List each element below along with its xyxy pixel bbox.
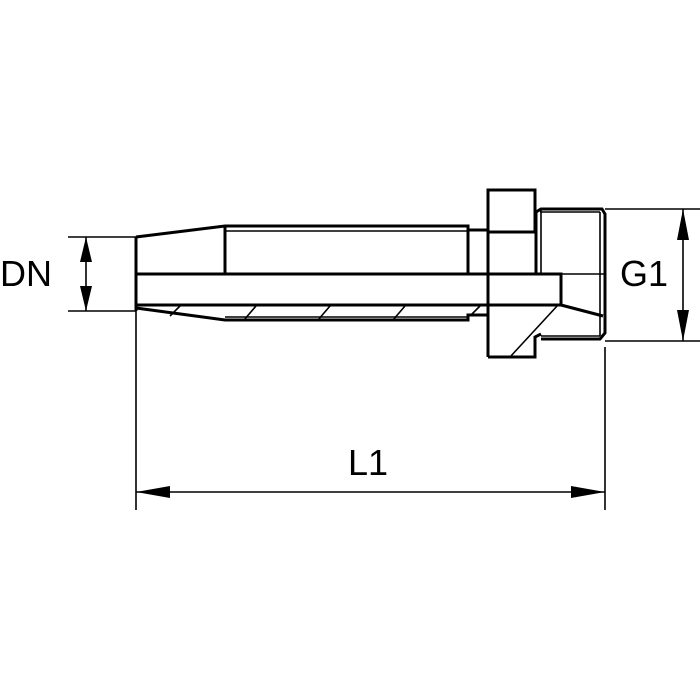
dn-label: DN	[0, 253, 52, 294]
arrow-right-icon	[571, 486, 605, 498]
arrow-left-icon	[136, 486, 170, 498]
arrow-down-icon	[80, 286, 92, 311]
fitting-body	[134, 188, 607, 359]
dimension-dn	[68, 236, 136, 312]
arrow-up-icon	[80, 237, 92, 262]
dimension-g1	[605, 208, 700, 342]
arrow-down-icon	[677, 310, 689, 341]
l1-label: L1	[348, 442, 388, 483]
g1-label: G1	[620, 253, 668, 294]
dimension-l1	[135, 311, 606, 510]
arrow-up-icon	[677, 209, 689, 240]
